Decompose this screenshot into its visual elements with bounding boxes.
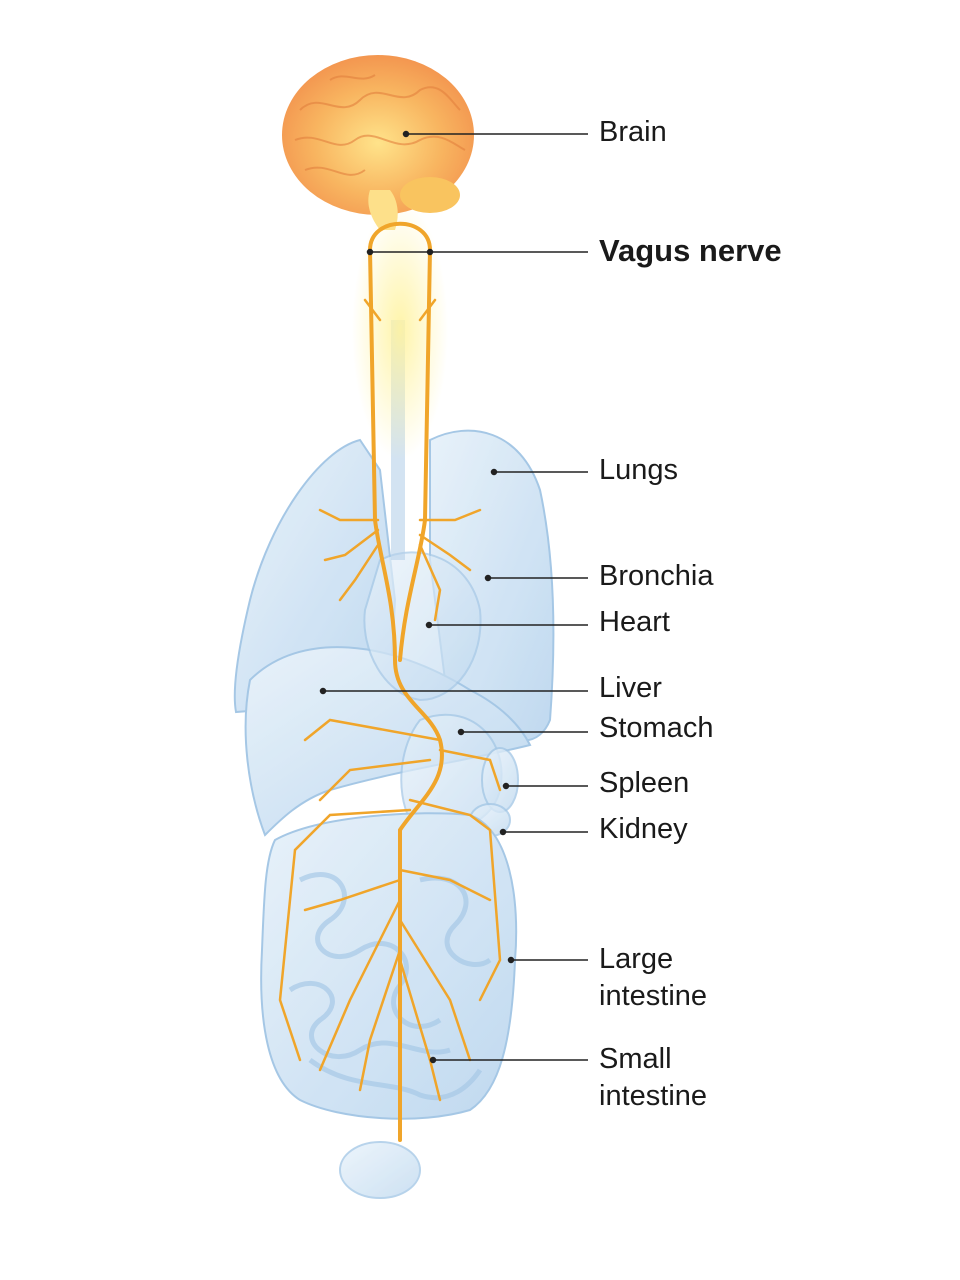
label-bronchia: Bronchia (599, 560, 714, 592)
label-heart: Heart (599, 606, 670, 638)
leader-lines (319, 130, 588, 1064)
organs (233, 429, 555, 1199)
spleen (481, 747, 519, 813)
label-spleen: Spleen (599, 767, 690, 799)
label-liver: Liver (599, 672, 662, 704)
bladder (339, 1141, 421, 1199)
label-vagus-nerve: Vagus nerve (599, 233, 782, 268)
nerve-glow (352, 200, 448, 460)
brain-illustration (282, 55, 474, 230)
label-lungs: Lungs (599, 454, 679, 486)
label-large-intestine: Large intestine (599, 943, 708, 1012)
label-kidney: Kidney (599, 813, 688, 845)
label-small-intestine: Small intestine (599, 1043, 708, 1112)
label-brain: Brain (599, 116, 667, 148)
left-lung (233, 438, 397, 714)
label-stomach: Stomach (599, 712, 714, 744)
